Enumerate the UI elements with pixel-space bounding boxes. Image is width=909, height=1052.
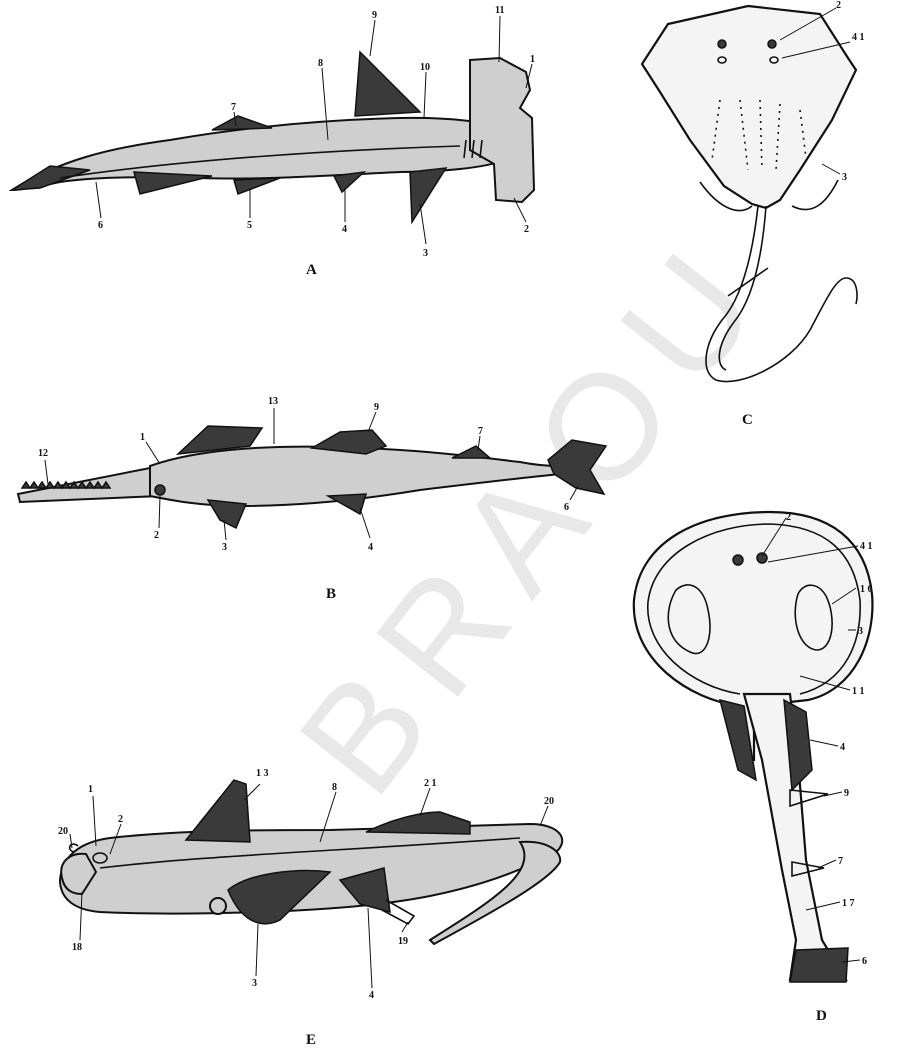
label-b-4: 4	[368, 542, 373, 553]
caudal-fin-lower	[134, 172, 212, 194]
figure-a-hammerhead-shark: 9 11 1 7 8 10 6 5 4 3 2 A	[12, 5, 535, 278]
label-b-13: 13	[268, 396, 278, 407]
pectoral-fin	[410, 168, 446, 222]
label-b-1: 1	[140, 432, 145, 443]
label-b-2: 2	[154, 530, 159, 541]
label-c-41: 4 1	[852, 32, 865, 43]
label-e-1: 1	[88, 784, 93, 795]
label-d-41: 4 1	[860, 541, 873, 552]
label-d-6: 6	[862, 956, 867, 967]
label-d-11: 1 1	[852, 686, 865, 697]
pectoral-fin	[208, 500, 246, 528]
label-e-8: 8	[332, 782, 337, 793]
caption-d: D	[816, 1008, 827, 1024]
label-a-1: 1	[530, 54, 535, 65]
label-a-10: 10	[420, 62, 430, 73]
label-d-16: 1 6	[860, 584, 873, 595]
label-d-3: 3	[858, 626, 863, 637]
watermark: BRAOU	[267, 205, 802, 823]
label-e-20a: 20	[58, 826, 68, 837]
rostral-teeth	[22, 482, 110, 488]
anal-fin	[234, 178, 280, 194]
caption-e: E	[306, 1032, 316, 1048]
label-a-9: 9	[372, 10, 377, 21]
label-e-3: 3	[252, 978, 257, 989]
label-a-3: 3	[423, 248, 428, 259]
label-e-19: 19	[398, 936, 408, 947]
label-a-5: 5	[247, 220, 252, 231]
spiracle	[155, 485, 165, 495]
label-d-9: 9	[844, 788, 849, 799]
second-dorsal-fin	[366, 812, 470, 834]
label-a-6: 6	[98, 220, 103, 231]
label-a-8: 8	[318, 58, 323, 69]
pectoral-base	[210, 898, 226, 914]
hammerhead-head	[470, 58, 534, 202]
label-e-20b: 20	[544, 796, 554, 807]
label-b-3: 3	[222, 542, 227, 553]
label-d-7: 7	[838, 856, 843, 867]
first-dorsal-fin	[186, 780, 250, 842]
first-dorsal-fin	[355, 52, 420, 116]
label-a-7: 7	[231, 102, 236, 113]
eye-left	[733, 555, 743, 565]
label-e-18: 18	[72, 942, 82, 953]
figure-d-electric-ray: 2 4 1 1 6 3 1 1 4 9 7 1 7 6 D	[634, 512, 873, 1024]
label-d-2: 2	[786, 512, 791, 523]
caption-c: C	[742, 412, 753, 428]
caudal-fin	[790, 948, 848, 982]
label-a-11: 11	[495, 5, 504, 16]
label-c-2: 2	[836, 0, 841, 11]
label-b-7: 7	[478, 426, 483, 437]
watermark-text: BRAOU	[267, 205, 802, 823]
second-dorsal-fin	[212, 116, 272, 130]
label-e-2: 2	[118, 814, 123, 825]
label-c-3: 3	[842, 172, 847, 183]
label-e-13: 1 3	[256, 768, 269, 779]
chimaera-body	[60, 824, 562, 914]
label-d-4: 4	[840, 742, 845, 753]
label-b-12: 12	[38, 448, 48, 459]
label-d-17: 1 7	[842, 898, 855, 909]
figure-e-chimaera: 1 2 20 1 3 8 2 1 20 18 3 4 19 E	[58, 768, 562, 1048]
pelvic-fin	[334, 172, 364, 192]
label-a-2: 2	[524, 224, 529, 235]
pelvic-fin	[328, 494, 366, 514]
stingray-disc	[642, 6, 856, 208]
caption-b: B	[326, 586, 336, 602]
label-e-21: 2 1	[424, 778, 437, 789]
eye-right	[757, 553, 767, 563]
label-b-9: 9	[374, 402, 379, 413]
label-e-4: 4	[369, 990, 374, 1001]
label-a-4: 4	[342, 224, 347, 235]
caption-a: A	[306, 262, 317, 278]
label-b-6: 6	[564, 502, 569, 513]
